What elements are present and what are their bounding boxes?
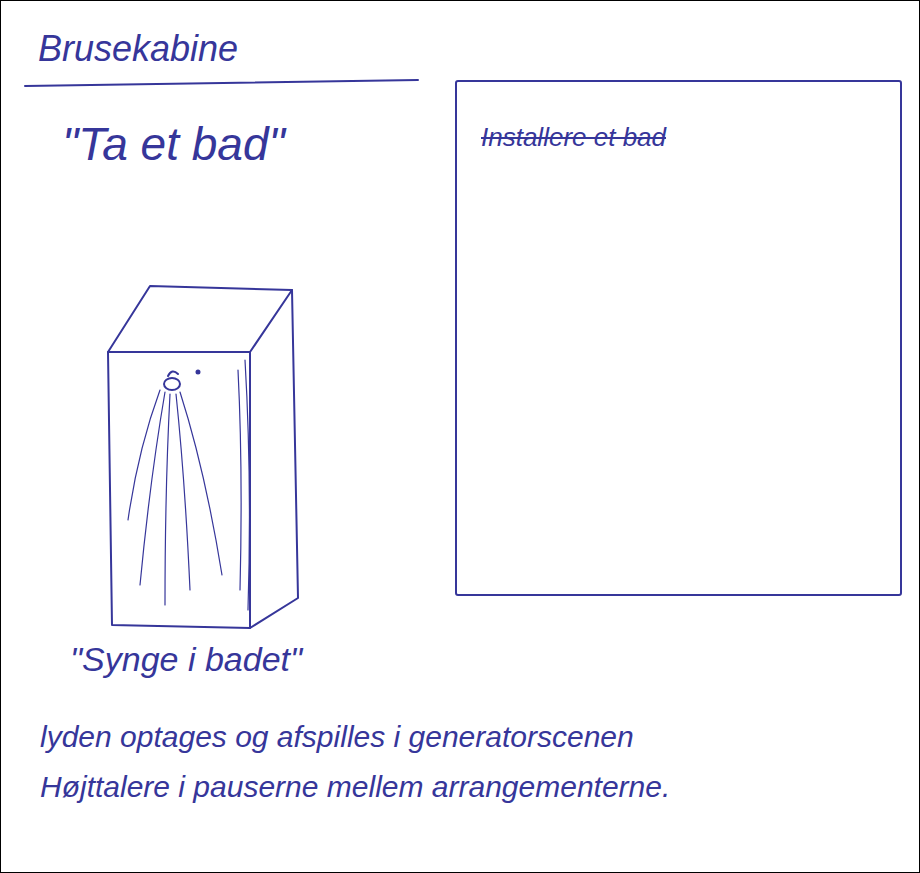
scene-caption: "Synge i badet" xyxy=(70,640,302,679)
note-line: lyden optages og afspilles i generatorsc… xyxy=(40,720,634,755)
shower-cabin xyxy=(108,286,298,628)
sketch-title: Brusekabine xyxy=(38,28,238,69)
scene-caption: "Ta et bad" xyxy=(62,118,285,171)
empty-frame-box: Installere et bad xyxy=(455,80,902,596)
struck-out-text: Installere et bad xyxy=(481,122,880,153)
note-line: Højttalere i pauserne mellem arrangement… xyxy=(40,770,670,805)
title-underline xyxy=(25,80,418,86)
